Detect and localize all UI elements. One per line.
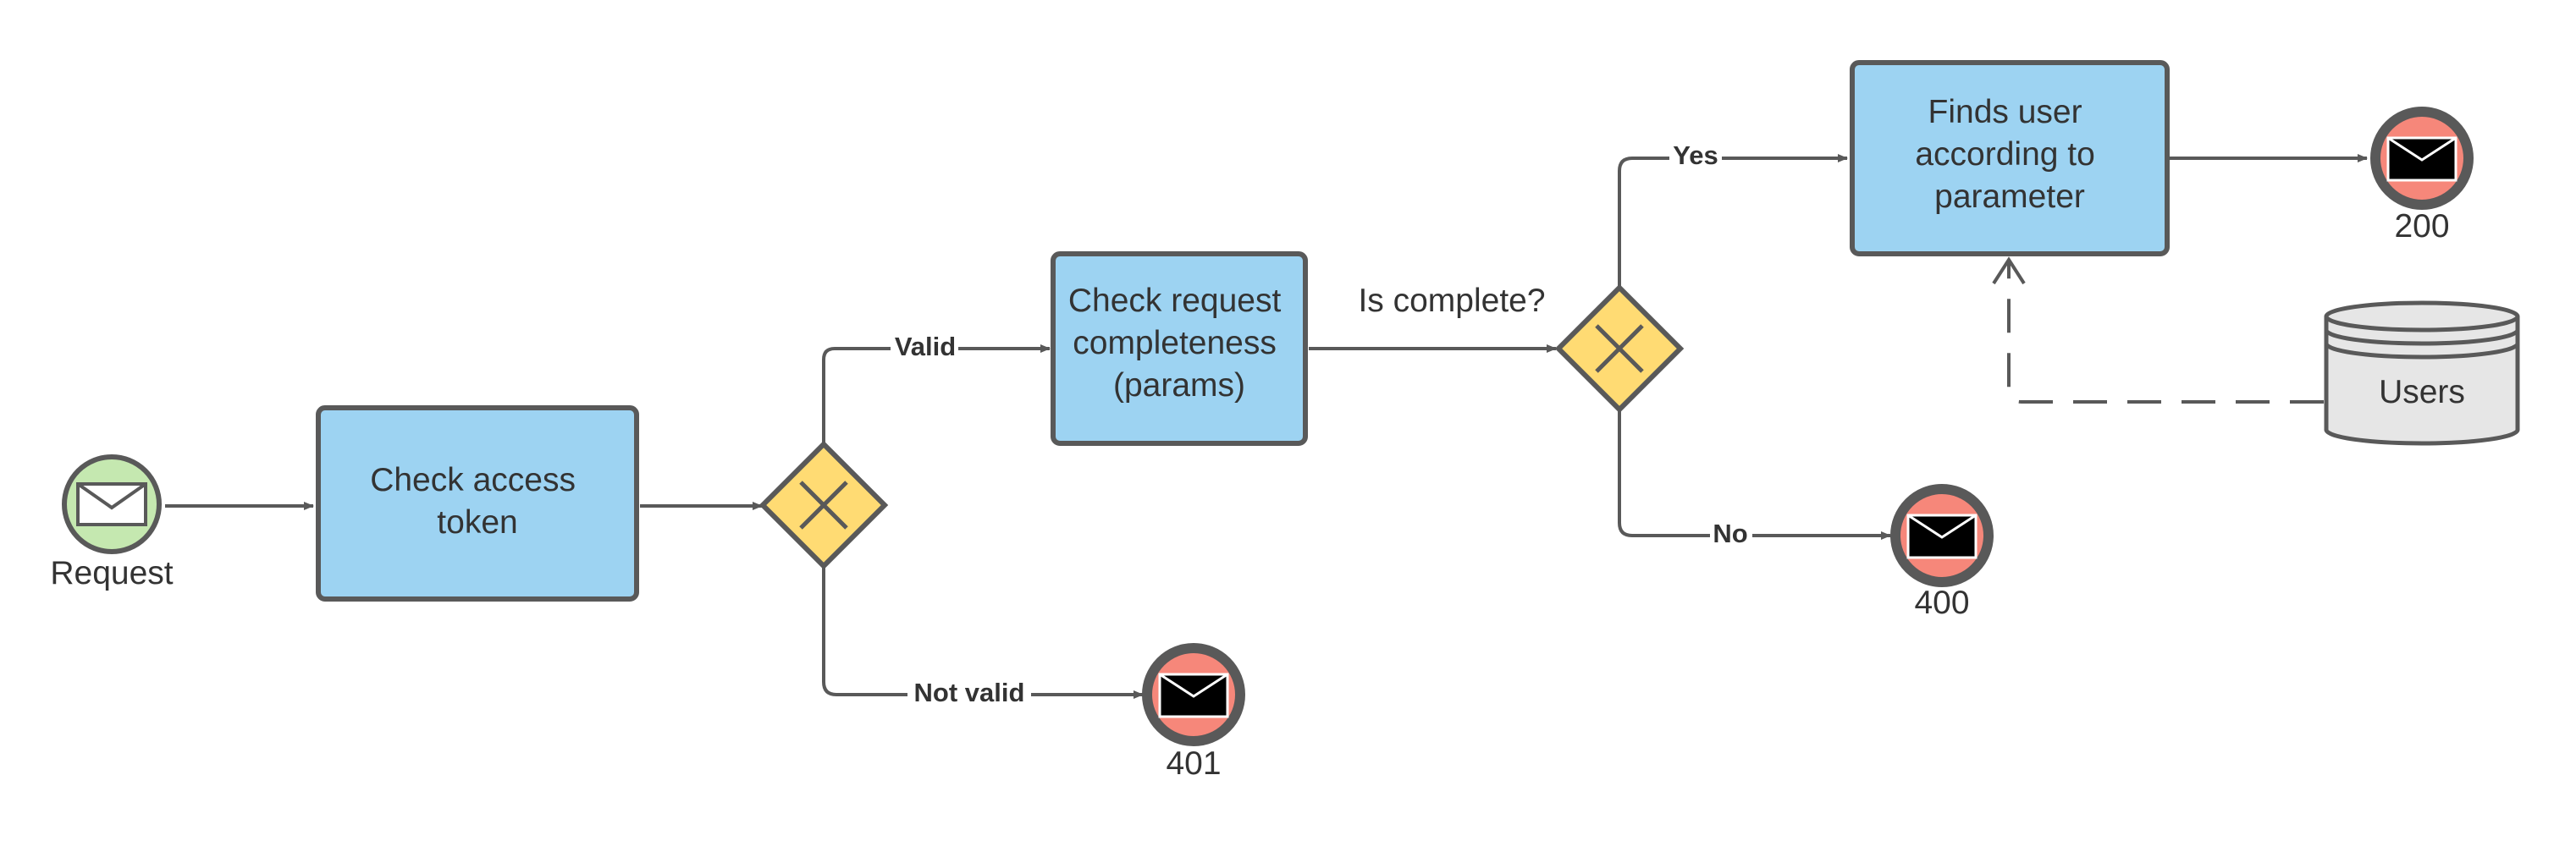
task-label-line: (params) <box>1113 367 1245 404</box>
envelope-icon <box>1906 514 1978 559</box>
task-find-user: Finds user according to parameter <box>1850 60 2170 256</box>
task-box <box>1051 251 1308 446</box>
svg-text:Check access token: Check access token <box>370 462 585 541</box>
task-label-line: parameter <box>1934 179 2085 215</box>
start-event-label: Request <box>50 555 173 591</box>
gateway-question-label: Is complete? <box>1358 283 1545 319</box>
task-box <box>316 405 639 602</box>
task-label-line: Check access <box>370 462 576 498</box>
end-event-401: 401 <box>1142 643 1245 782</box>
task-label-line: according to <box>1915 136 2094 173</box>
task-label-line: Check request <box>1068 283 1282 319</box>
task-check-request-completeness: Check request completeness (params) <box>1051 251 1308 446</box>
gateway-x-icon <box>799 481 848 530</box>
task-box <box>1850 60 2170 256</box>
start-event-request: Request <box>50 454 174 591</box>
edge-yes <box>1618 154 1848 288</box>
envelope-icon <box>1158 673 1229 718</box>
svg-text:Check request completene: Check request completeness (params) <box>1068 283 1290 404</box>
end-event-label: 200 <box>2394 208 2449 245</box>
task-check-access-token: Check access token <box>316 405 639 602</box>
edges <box>165 154 2368 699</box>
end-event-200: 200 <box>2370 107 2474 245</box>
gateway-exclusive-1 <box>758 440 889 570</box>
database-top <box>2324 300 2520 333</box>
database-icon <box>2324 316 2520 446</box>
envelope-icon <box>2386 136 2457 182</box>
edge-valid <box>822 344 1051 444</box>
association-arrowhead <box>1992 256 2026 285</box>
task-label-line: Finds user <box>1928 94 2082 130</box>
end-event-label: 400 <box>1914 585 1969 621</box>
edge-label-yes: Yes <box>1673 140 1718 170</box>
envelope-icon <box>76 482 147 526</box>
edge-users-association <box>2007 262 2324 404</box>
data-store-users: Users <box>2324 300 2520 446</box>
task-label-line: token <box>437 504 517 541</box>
edge-no <box>1618 410 1891 540</box>
edge-labels: Valid Not valid Yes No <box>891 140 1752 710</box>
database-ring <box>2324 343 2520 360</box>
end-event-label: 401 <box>1166 745 1221 782</box>
gateway-exclusive-2: Is complete? <box>1358 283 1685 414</box>
task-label-line: completeness <box>1073 325 1277 361</box>
data-store-label: Users <box>2379 374 2465 410</box>
svg-text:Finds user according to: Finds user according to parameter <box>1915 94 2104 215</box>
edge-label-valid: Valid <box>895 332 956 361</box>
edge-label-not-valid: Not valid <box>914 678 1025 707</box>
gateway-x-icon <box>1595 324 1644 373</box>
edge-label-no: No <box>1713 519 1747 548</box>
edge-not-valid <box>822 566 1144 699</box>
end-event-400: 400 <box>1890 484 1994 621</box>
database-ring <box>2324 329 2520 346</box>
